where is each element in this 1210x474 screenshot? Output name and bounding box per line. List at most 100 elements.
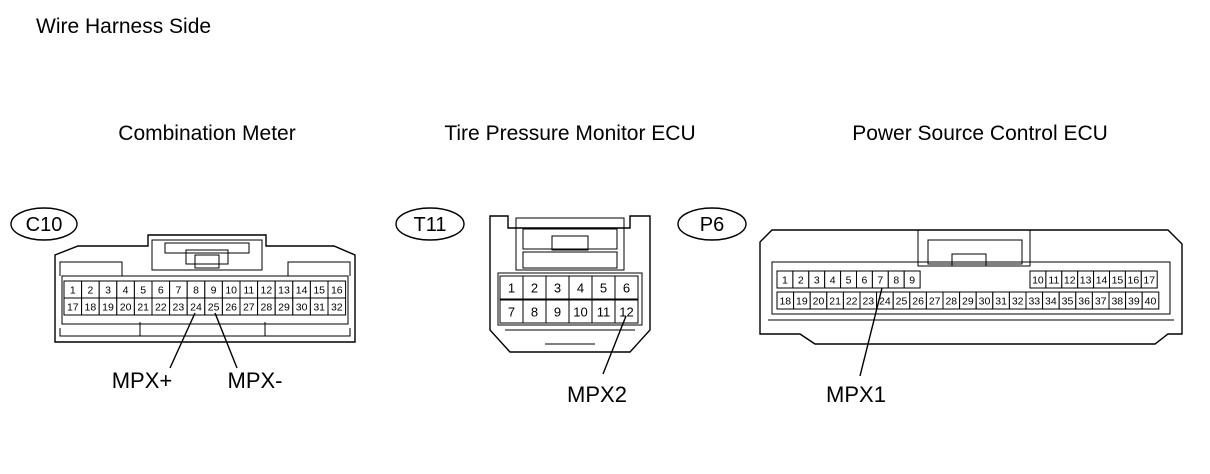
pin-p6-number: 4	[830, 275, 836, 287]
pin-c10-number: 20	[120, 302, 132, 314]
pin-c10-number: 27	[243, 302, 255, 314]
pin-p6-number: 13	[1080, 275, 1092, 287]
pin-p6-number: 17	[1143, 275, 1155, 287]
pin-p6-number: 19	[796, 296, 808, 308]
connector-title-combination-meter: Combination Meter	[118, 122, 295, 145]
connector-code-bubble-p6: P6	[677, 207, 747, 241]
pin-c10-number: 31	[313, 302, 325, 314]
pin-c10-cavity	[327, 297, 347, 316]
pin-c10-number: 19	[102, 302, 114, 314]
leader-line-mpx-minus	[214, 312, 238, 369]
pin-c10-number: 17	[67, 302, 79, 314]
pin-c10-number: 10	[225, 285, 237, 297]
pin-p6-number: 3	[814, 275, 820, 287]
callout-mpx2: MPX2	[567, 382, 627, 407]
pin-c10-number: 23	[173, 302, 185, 314]
connector-code-bubble-c10: C10	[10, 207, 78, 241]
pin-p6-number: 18	[779, 296, 791, 308]
pin-p6-number: 34	[1045, 296, 1057, 308]
leader-line-mpx1	[859, 287, 883, 377]
callout-mpx1: MPX1	[826, 382, 886, 407]
pin-p6-number: 2	[798, 275, 804, 287]
pin-c10-number: 9	[211, 285, 217, 297]
pin-c10-number: 18	[85, 302, 97, 314]
pin-c10-number: 1	[70, 285, 76, 297]
pin-c10-number: 26	[225, 302, 237, 314]
pin-p6-number: 36	[1078, 296, 1090, 308]
pin-c10-number: 7	[175, 285, 181, 297]
pin-c10-number: 3	[105, 285, 111, 297]
pin-p6-number: 1	[782, 275, 788, 287]
connector-housing-c10	[54, 234, 356, 343]
pin-c10-number: 16	[331, 285, 343, 297]
pin-p6-number: 26	[912, 296, 924, 308]
connector-code-c10: C10	[26, 214, 63, 236]
pin-t11-number: 1	[508, 281, 515, 296]
pin-p6-number: 38	[1111, 296, 1123, 308]
pin-p6-number: 27	[929, 296, 941, 308]
pin-c10-number: 5	[140, 285, 146, 297]
pin-p6-number: 9	[909, 275, 915, 287]
pin-t11-number: 5	[600, 281, 607, 296]
pin-p6-cavity	[1140, 270, 1158, 289]
pin-t11-number: 4	[577, 281, 584, 296]
pin-t11-cavity	[614, 275, 639, 300]
pin-t11-number: 7	[508, 305, 515, 320]
pin-c10-number: 2	[87, 285, 93, 297]
pin-p6-cavity	[903, 270, 921, 289]
pin-c10-number: 32	[331, 302, 343, 314]
pin-p6-number: 24	[879, 296, 891, 308]
connector-code-p6: P6	[700, 214, 724, 236]
pin-p6-number: 25	[896, 296, 908, 308]
pin-c10-number: 28	[261, 302, 273, 314]
pin-p6-number: 28	[945, 296, 957, 308]
connector-housing-p6	[759, 229, 1183, 345]
pin-t11-number: 2	[531, 281, 538, 296]
pin-p6-number: 16	[1128, 275, 1140, 287]
pin-c10-number: 25	[208, 302, 220, 314]
pin-p6-number: 31	[995, 296, 1007, 308]
pin-p6-number: 29	[962, 296, 974, 308]
pin-p6-number: 30	[979, 296, 991, 308]
pin-c10-number: 6	[158, 285, 164, 297]
pin-c10-number: 13	[278, 285, 290, 297]
pin-c10-number: 12	[261, 285, 273, 297]
pin-t11-number: 8	[531, 305, 538, 320]
pin-c10-number: 30	[296, 302, 308, 314]
pin-p6-number: 5	[846, 275, 852, 287]
pin-p6-number: 32	[1012, 296, 1024, 308]
pin-c10-number: 29	[278, 302, 290, 314]
pin-t11-number: 9	[554, 305, 561, 320]
connector-code-t11: T11	[414, 214, 447, 236]
connector-title-tire-pressure-monitor-ecu: Tire Pressure Monitor ECU	[444, 122, 695, 145]
connector-housing-t11	[489, 215, 651, 353]
pin-t11-cavity	[614, 299, 639, 324]
connector-code-bubble-t11: T11	[395, 207, 465, 241]
pin-p6-number: 20	[813, 296, 825, 308]
pin-p6-number: 21	[829, 296, 841, 308]
pin-c10-number: 24	[190, 302, 202, 314]
pin-p6-number: 12	[1064, 275, 1076, 287]
diagram-heading: Wire Harness Side	[36, 15, 211, 38]
pin-c10-number: 11	[243, 285, 254, 297]
pin-p6-number: 40	[1145, 296, 1157, 308]
pin-p6-cavity	[1141, 291, 1160, 310]
pin-p6-number: 6	[862, 275, 868, 287]
callout-mpx-plus: MPX+	[112, 368, 173, 393]
callout-mpx-minus: MPX-	[228, 368, 283, 393]
pin-t11-number: 3	[554, 281, 561, 296]
connector-title-power-source-control-ecu: Power Source Control ECU	[852, 122, 1108, 145]
pin-p6-number: 11	[1048, 275, 1059, 287]
pin-c10-number: 14	[296, 285, 308, 297]
pin-c10-number: 4	[123, 285, 129, 297]
pin-t11-number: 10	[573, 305, 587, 320]
pin-c10-number: 22	[155, 302, 167, 314]
pin-p6-number: 23	[862, 296, 874, 308]
pin-p6-number: 35	[1062, 296, 1074, 308]
